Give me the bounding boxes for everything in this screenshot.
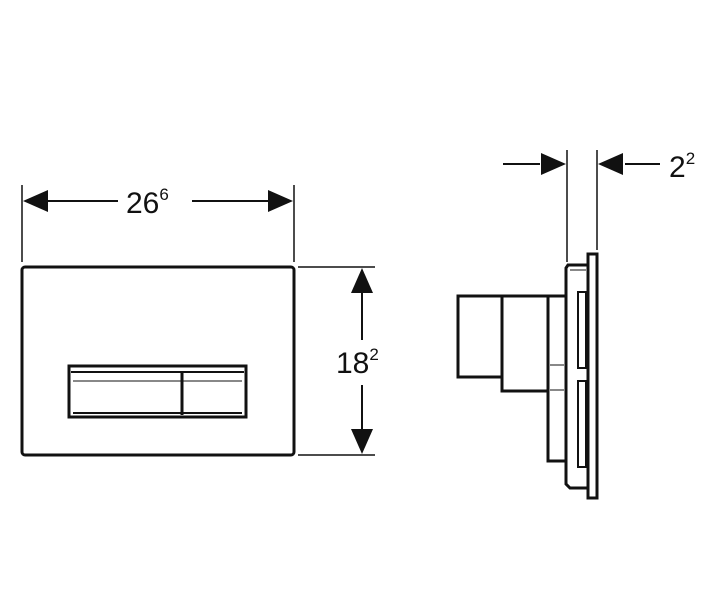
front-view bbox=[20, 265, 296, 457]
depth-dimension bbox=[503, 150, 660, 262]
arrow-right-icon bbox=[541, 153, 566, 175]
cover-plate bbox=[586, 252, 599, 500]
width-label: 266 bbox=[126, 185, 169, 220]
actuator-block-outer bbox=[456, 294, 504, 379]
height-dimension bbox=[298, 266, 375, 456]
side-view bbox=[456, 252, 599, 500]
actuator-strip bbox=[546, 294, 568, 463]
arrow-down-icon bbox=[351, 429, 373, 454]
arrow-left-icon bbox=[23, 190, 48, 212]
depth-label: 22 bbox=[669, 149, 695, 184]
arrow-right-icon bbox=[268, 190, 293, 212]
flush-buttons bbox=[67, 364, 248, 419]
arrow-up-icon bbox=[351, 268, 373, 293]
flush-plate-outline bbox=[20, 265, 296, 457]
height-label: 182 bbox=[336, 345, 379, 380]
width-dimension bbox=[21, 185, 295, 262]
arrow-left-icon bbox=[598, 153, 623, 175]
actuator-block bbox=[500, 294, 550, 393]
